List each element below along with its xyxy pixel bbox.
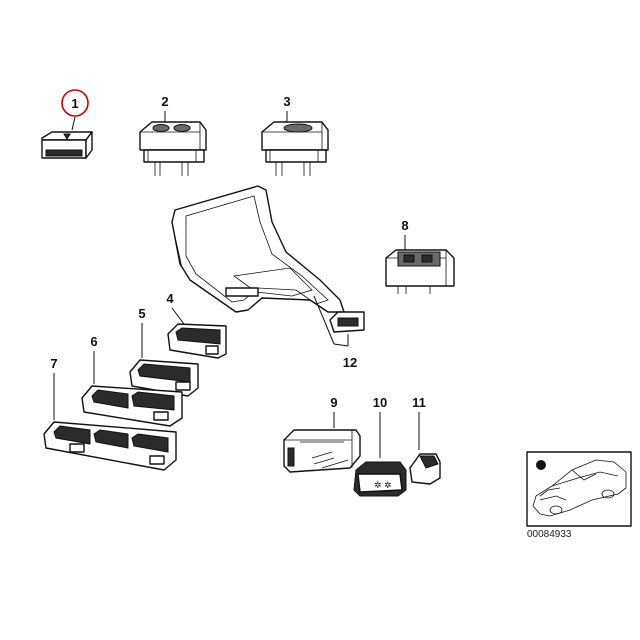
part-8-switch-block[interactable]: 8	[385, 218, 455, 294]
part-6-double-frame[interactable]: 6	[81, 334, 183, 427]
part-11-knob-switch[interactable]: 11	[409, 395, 441, 485]
part-12-label: 12	[343, 355, 357, 370]
part-5-single-frame[interactable]: 5	[129, 306, 199, 397]
part-9-label: 9	[330, 395, 337, 410]
snowflake-icon: ✲ ✲	[374, 480, 392, 490]
part-7-label: 7	[50, 356, 57, 371]
part-2-double-switch[interactable]: 2	[139, 94, 207, 176]
part-1-hazard-switch[interactable]: 1	[41, 89, 93, 159]
part-1-label: 1	[71, 96, 78, 111]
part-5-label: 5	[138, 306, 145, 321]
part-2-label: 2	[161, 94, 168, 109]
part-6-label: 6	[90, 334, 97, 349]
part-4-label: 4	[166, 291, 174, 306]
location-marker-icon	[536, 460, 546, 470]
part-3-single-switch[interactable]: 3	[261, 94, 329, 176]
part-8-label: 8	[401, 218, 408, 233]
part-9-control-module[interactable]: 9	[283, 395, 361, 473]
center-console-panel[interactable]	[171, 185, 345, 313]
part-3-label: 3	[283, 94, 290, 109]
part-12-small-button[interactable]: 12	[313, 295, 365, 370]
part-4-single-frame[interactable]: 4	[166, 291, 227, 359]
car-locator-inset	[526, 451, 632, 527]
part-10-climate-button[interactable]: 10 ✲ ✲	[353, 395, 407, 497]
part-1-highlight-circle	[61, 89, 89, 117]
part-7-triple-frame[interactable]: 7	[43, 356, 177, 471]
diagram-code: 00084933	[527, 529, 572, 540]
part-11-label: 11	[412, 395, 426, 410]
part-10-label: 10	[373, 395, 387, 410]
